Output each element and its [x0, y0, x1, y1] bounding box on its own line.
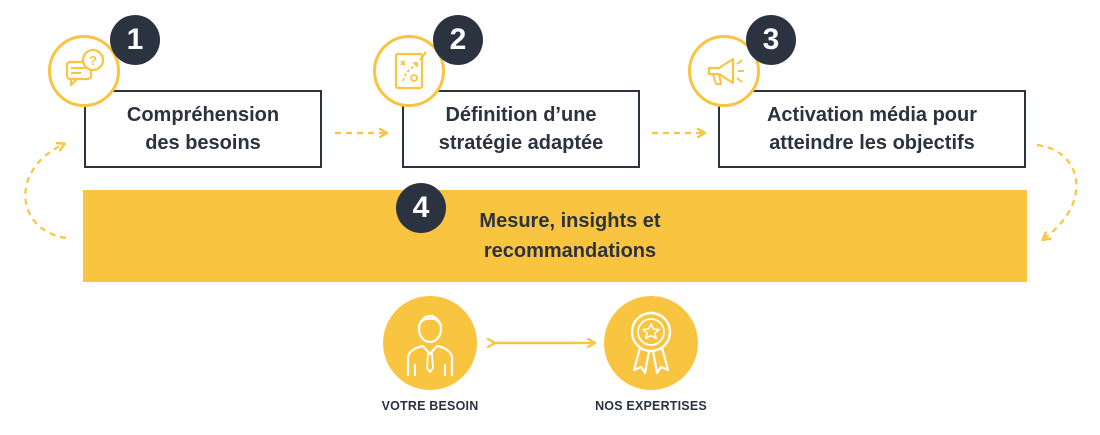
step-2-line2: stratégie adaptée — [438, 132, 604, 154]
strategy-board-icon — [373, 35, 445, 107]
step-2-box: Définition d’une stratégie adaptée — [402, 90, 640, 168]
award-ribbon-icon — [604, 296, 698, 390]
step-1-number-badge: 1 — [110, 15, 160, 65]
step-1-line1: Compréhension — [126, 104, 280, 126]
nos-expertises-label: NOS EXPERTISES — [595, 399, 707, 413]
step-4-number-badge: 4 — [396, 183, 446, 233]
arrow-step3-to-measure — [1036, 143, 1078, 238]
measure-line2: recommandations — [483, 240, 657, 262]
measure-label: Mesure, insights et recommandations — [440, 206, 700, 266]
step-2-number-badge: 2 — [433, 15, 483, 65]
arrow-measure-to-step1 — [24, 145, 67, 240]
step-3-box: Activation média pour atteindre les obje… — [718, 90, 1026, 168]
step-2-line1: Définition d’une — [445, 104, 597, 126]
svg-text:?: ? — [89, 53, 97, 68]
measure-band — [83, 190, 1027, 282]
step-3-number-badge: 3 — [746, 15, 796, 65]
step-1-box: Compréhension des besoins — [84, 90, 322, 168]
step-3-line1: Activation média pour — [766, 104, 978, 126]
chat-bubbles-icon: ? — [48, 35, 120, 107]
measure-line1: Mesure, insights et — [479, 210, 661, 232]
votre-besoin-label: VOTRE BESOIN — [381, 399, 479, 413]
step-3-line2: atteindre les objectifs — [769, 132, 975, 154]
businessman-icon — [383, 296, 477, 390]
step-1-line2: des besoins — [145, 132, 261, 154]
